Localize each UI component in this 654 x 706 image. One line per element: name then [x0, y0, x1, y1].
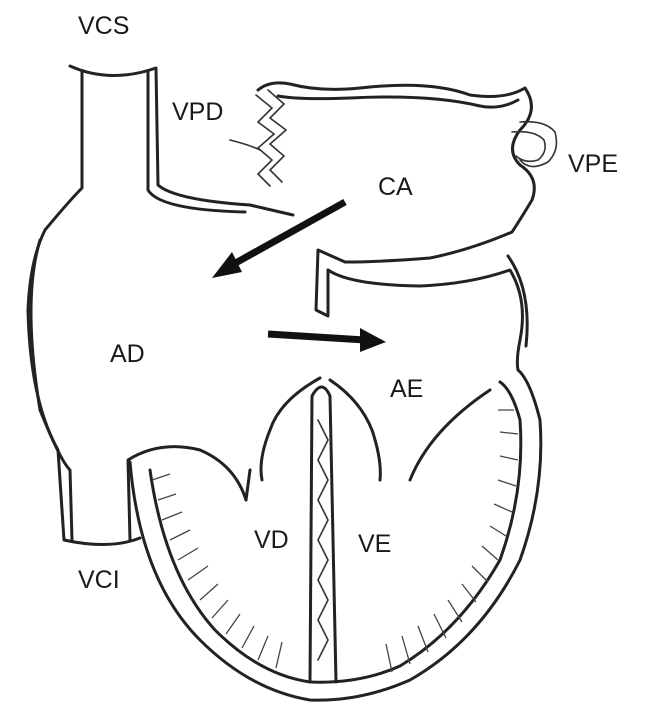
arrow-ca-to-ad: [212, 202, 345, 278]
label-vpd: VPD: [172, 98, 223, 126]
pulmonary-vein-left: [512, 122, 556, 167]
label-vd: VD: [254, 526, 289, 554]
label-vpe: VPE: [568, 150, 618, 178]
label-vci: VCI: [78, 566, 120, 594]
pulmonary-vein-right: [230, 90, 286, 186]
label-ve: VE: [358, 530, 391, 558]
arrow-ad-to-ae: [268, 328, 386, 352]
label-ae: AE: [390, 375, 423, 403]
label-ad: AD: [110, 340, 145, 368]
vena-cava-right-atrium-wall: [28, 66, 293, 545]
label-vcs: VCS: [78, 12, 129, 40]
interventricular-septum: [310, 387, 336, 682]
label-ca: CA: [378, 173, 413, 201]
tricuspid-valve: [246, 378, 320, 500]
